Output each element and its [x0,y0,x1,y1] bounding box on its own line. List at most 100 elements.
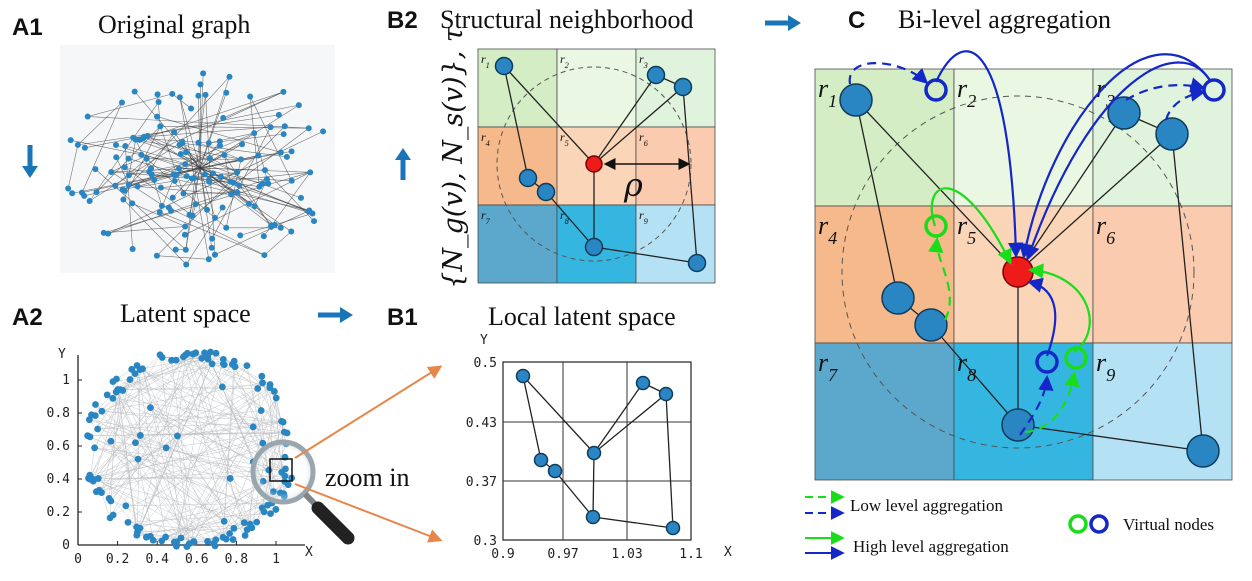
graph-edge [81,102,123,193]
latent-edge [97,360,177,430]
graph-node [182,246,189,253]
graph-node [81,144,88,151]
latent-edge [108,352,196,499]
latent-edge [140,358,209,436]
graph-node [245,200,252,207]
c-node [1001,408,1035,442]
latent-edge [88,442,263,479]
latent-edge [136,365,141,436]
latent-edge [222,461,254,538]
local-edge [665,393,674,529]
graph-node [182,161,189,168]
latent-point [122,502,130,510]
latent-edge [93,407,151,480]
latent-edge [234,366,264,444]
latent-point [126,376,134,383]
graph-node [125,155,132,162]
local-edge [592,516,674,529]
latent-edge [93,353,188,482]
local-node [533,452,549,468]
latent-point [143,533,150,541]
graph-node [92,166,99,173]
right-arrow-head-icon [340,307,353,323]
graph-node [237,232,244,239]
latent-edge [129,379,254,428]
local-edge [554,470,594,518]
latent-point [85,474,92,482]
latent-edge [152,365,248,541]
b2-edge [503,65,529,179]
graph-edge [179,97,201,169]
latent-edge [127,522,230,534]
latent-point [243,362,251,370]
graph-node [156,209,163,216]
latent-point [229,536,237,543]
graph-node [288,228,295,235]
latent-x-tick-label: 1 [272,552,280,567]
latent-edge [162,357,254,428]
c-node [1155,117,1189,151]
latent-point [132,439,139,447]
c-edge [1017,133,1173,273]
graph-node [179,138,186,145]
latent-point [267,510,274,518]
graph-node [125,181,132,188]
graph-edge [205,94,216,255]
graph-node [105,230,112,237]
latent-edge [177,421,282,437]
latent-edge [90,447,95,477]
graph-node [217,173,224,180]
graph-node [120,196,127,203]
b2-region-label: r5 [560,130,569,148]
b2-region-label: r3 [639,52,648,70]
virtual-node-blue [1035,350,1059,374]
graph-node [113,154,120,161]
high-level-blue-arrow [1018,53,1211,260]
local-edge [593,393,667,454]
latent-point [158,537,166,545]
graph-edge [115,158,147,186]
latent-points [84,348,296,550]
graph-edge [214,210,310,255]
latent-point [106,514,114,522]
graph-edge [198,142,242,160]
latent-edge [210,351,258,389]
graph-edge [264,231,292,256]
latent-point [103,391,111,399]
latent-point [192,349,200,357]
c-neighborhood-circle [841,95,1195,449]
graph-edge [223,91,284,119]
c-region-6 [1092,205,1233,344]
graph-edge [128,163,186,176]
graph-node [129,200,136,207]
latent-edge [193,387,271,542]
local-edge [522,375,542,461]
graph-node [146,168,153,175]
latent-point [109,378,117,386]
latent-point [266,381,274,388]
latent-edge [176,360,270,388]
latent-edge [87,435,271,514]
graph-edge [198,95,201,169]
latent-point [90,476,98,483]
graph-edge [156,126,285,256]
low-level-green-arrow [928,236,951,321]
local-node [635,375,651,391]
latent-edge [101,379,131,493]
down-arrow-head-icon [22,166,38,178]
latent-edge [112,398,284,423]
graph-node [205,140,212,147]
latent-point [134,455,142,463]
graph-node [171,177,178,184]
latent-point [136,524,144,532]
graph-edge [122,180,175,190]
graph-edge [77,102,123,146]
zoom-line-top [294,365,443,459]
b2-edge [593,246,698,264]
latent-point [280,428,288,436]
latent-edge [127,387,270,523]
graph-node [65,185,72,192]
latent-point [259,439,267,447]
